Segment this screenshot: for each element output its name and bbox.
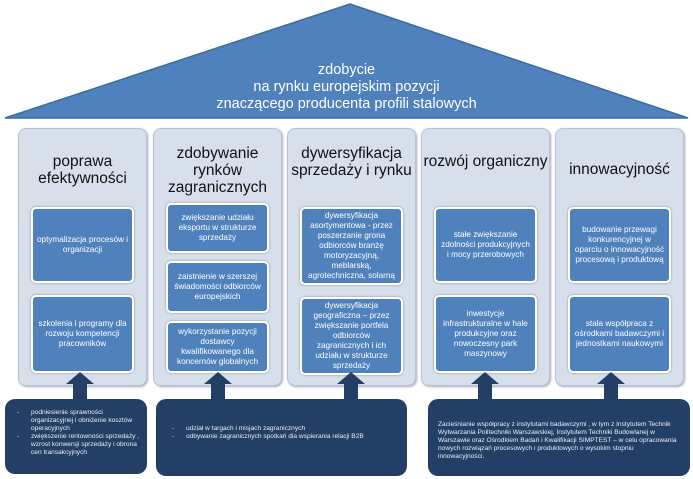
pillar-box: szkolenia i programy dla rozwoju kompete…: [31, 295, 134, 373]
roof-line: znaczącego producenta profili stalowych: [216, 96, 477, 112]
pillar-box: budowanie przewagi konkurencyjnej w opar…: [568, 207, 671, 283]
pillar-box: zaistnienie w szerszej świadomości odbio…: [166, 261, 269, 313]
base-item: odbywanie zagranicznych spotkań dla wspi…: [172, 433, 399, 441]
up-arrow-icon: [471, 372, 499, 402]
pillar-box: zwiększanie udziału eksportu w strukturz…: [166, 203, 269, 253]
pillar-diversification: dywersyfikacja sprzedaży i rynku dywersy…: [287, 128, 416, 386]
pillar-efficiency: poprawa efektywności optymalizacja proce…: [18, 128, 147, 386]
pillar-box: dywersyfikacja asortymentowa - przez pos…: [300, 207, 403, 285]
pillar-title: rozwój organiczny: [423, 153, 548, 170]
base-item: zwiększenie rentowności sprzedaży , wzro…: [17, 433, 141, 457]
pillar-box: optymalizacja procesów i organizacji: [31, 207, 134, 283]
pillar-box: stałe zwiększanie zdolności produkcyjnyc…: [434, 207, 537, 283]
base-box-right: Zacieśnianie współpracy z instytutami ba…: [428, 399, 690, 476]
pillar-box: wykorzystanie pozycji dostawcy kwalifiko…: [166, 321, 269, 373]
roof-line: zdobycie: [317, 62, 376, 78]
pillar-organic-growth: rozwój organiczny stałe zwiększanie zdol…: [421, 128, 550, 386]
base-text: Zacieśnianie współpracy z instytutami ba…: [438, 421, 677, 460]
pillar-innovation: innowacyjność budowanie przewagi konkure…: [555, 128, 684, 386]
base-item: podniesienie sprawności organizacyjnej i…: [17, 409, 141, 433]
up-arrow-icon: [204, 372, 232, 402]
pillar-box: stała współpraca z ośrodkami badawczymi …: [568, 295, 671, 373]
base-item: udział w targach i misjach zagranicznych: [172, 425, 399, 433]
pillar-box: dywersyfikacja geograficzna – przez zwię…: [300, 297, 403, 375]
pillar-title: poprawa efektywności: [38, 153, 127, 187]
roof-title: zdobycie na rynku europejskim pozycji zn…: [150, 62, 543, 113]
pillar-title: innowacyjność: [569, 161, 670, 178]
base-box-left: podniesienie sprawności organizacyjnej i…: [5, 399, 147, 474]
up-arrow-icon: [337, 372, 365, 402]
up-arrow-icon: [66, 372, 94, 402]
roof-line: na rynku europejskim pozycji: [253, 79, 440, 95]
pillar-title: dywersyfikacja sprzedaży i rynku: [291, 145, 412, 179]
roof: [4, 3, 689, 119]
pillar-title: zdobywanie rynków zagranicznych: [167, 145, 268, 196]
pillar-box: inwestycje infrastrukturalne w hale prod…: [434, 295, 537, 373]
pillar-foreign-markets: zdobywanie rynków zagranicznych zwiększa…: [153, 128, 282, 386]
base-box-middle: udział w targach i misjach zagranicznych…: [156, 399, 407, 476]
up-arrow-icon: [597, 372, 625, 402]
